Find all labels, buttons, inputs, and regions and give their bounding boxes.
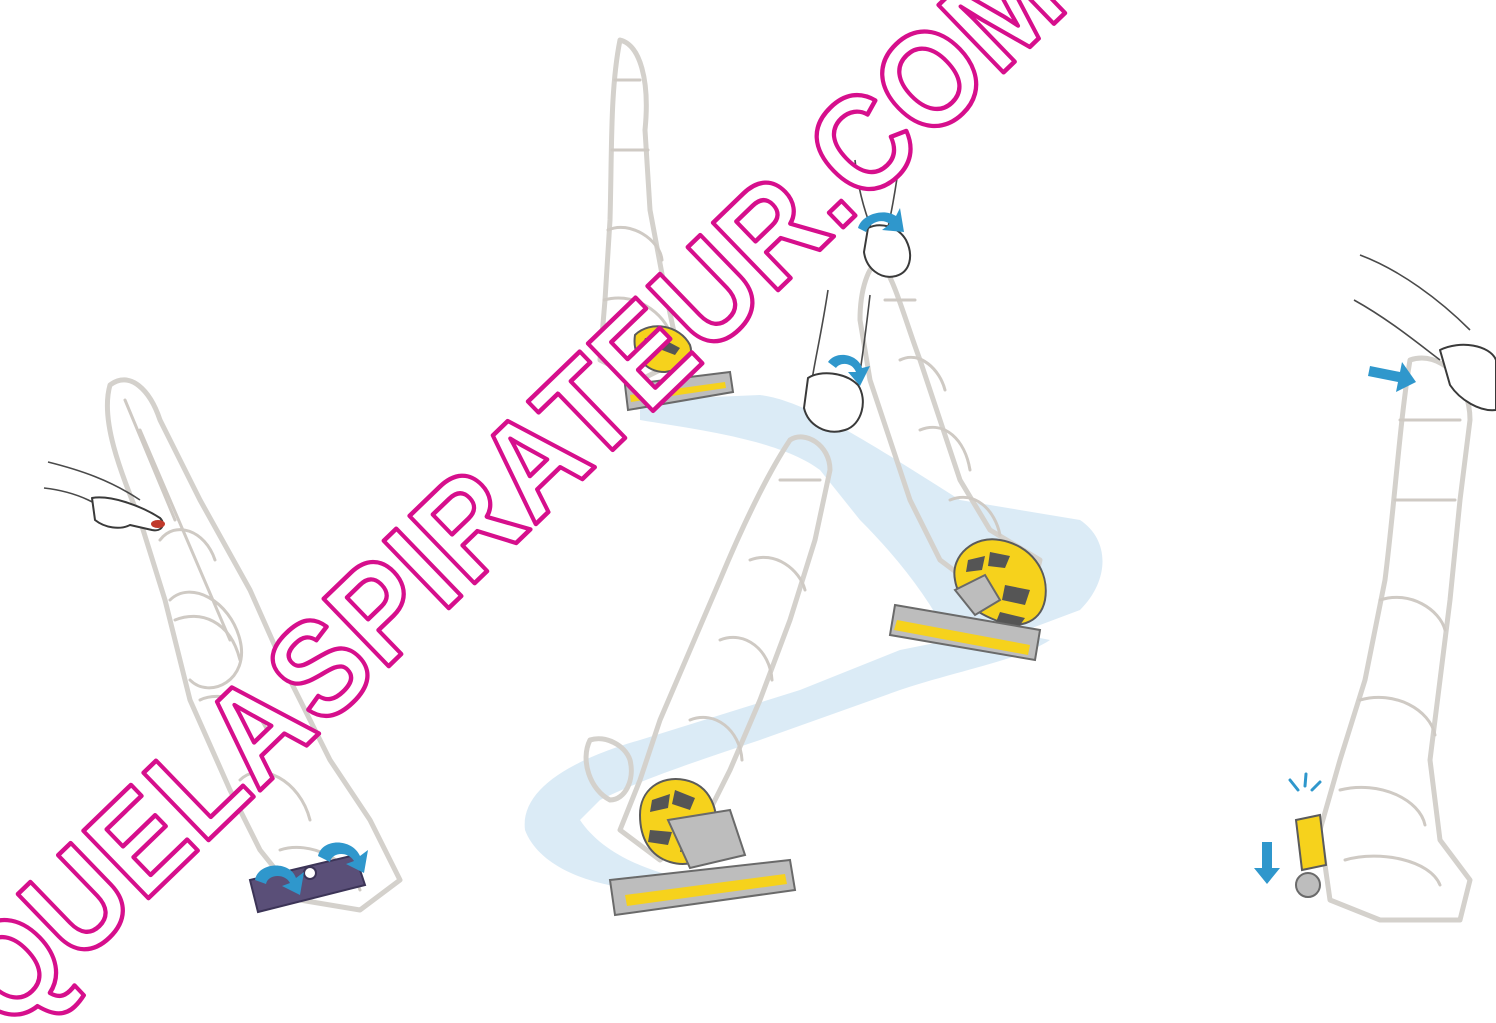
panel-right <box>1254 255 1496 920</box>
vacuum-outline-right <box>1320 358 1470 920</box>
hand-icon <box>1354 255 1496 410</box>
down-arrow-icon <box>1254 842 1280 884</box>
hand-icon <box>44 462 165 530</box>
ball-head-icon-near <box>610 779 795 915</box>
release-clip-icon <box>1290 774 1326 897</box>
